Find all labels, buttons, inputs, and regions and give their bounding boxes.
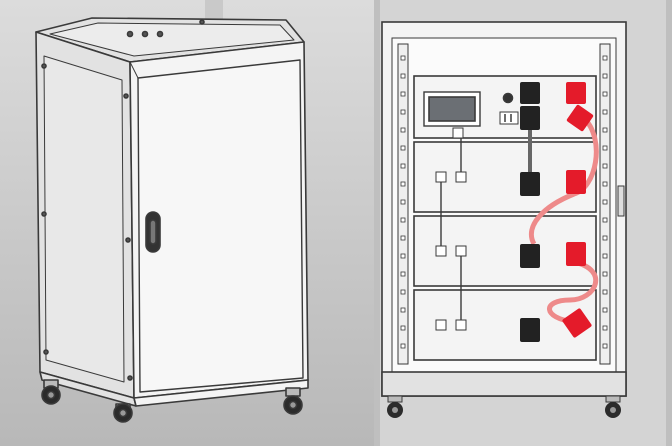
rail-hole xyxy=(602,307,608,313)
handle-recess xyxy=(149,219,157,245)
rail-hole xyxy=(602,163,608,169)
rail-hole xyxy=(400,217,406,223)
backdrop-post xyxy=(205,0,223,22)
rail-hole xyxy=(400,289,406,295)
comm-ports xyxy=(435,138,467,331)
rail-hole xyxy=(602,127,608,133)
rail-hole xyxy=(602,289,608,295)
cabinet-top-inner xyxy=(49,22,295,57)
rail-hole xyxy=(400,127,406,133)
rail-hole xyxy=(602,91,608,97)
rail-hole xyxy=(400,55,406,61)
rail-hole xyxy=(400,91,406,97)
rail-hole xyxy=(602,73,608,79)
display-screen xyxy=(428,96,476,122)
cabinet-base-front xyxy=(133,379,309,407)
open-cabinet-panel xyxy=(374,0,672,446)
red-cable xyxy=(547,259,599,325)
rail-hole xyxy=(400,163,406,169)
rail-hole xyxy=(400,235,406,241)
top-hole xyxy=(141,30,149,38)
red-connectors xyxy=(562,82,594,338)
rail-hole xyxy=(602,145,608,151)
rail-holes xyxy=(400,55,608,349)
rail-hole xyxy=(400,343,406,349)
closed-cabinet-illustration xyxy=(0,0,374,446)
caster-wheel-icon xyxy=(113,403,133,423)
side-panel-inset xyxy=(43,55,125,383)
indicator-light xyxy=(502,92,514,104)
open-cabinet-illustration xyxy=(374,0,672,446)
rail-hole xyxy=(602,271,608,277)
cabinet-door xyxy=(137,59,304,393)
rail-hole xyxy=(400,253,406,259)
rail-hole xyxy=(602,343,608,349)
rail-hole xyxy=(602,199,608,205)
caster-wheel-icon xyxy=(605,395,621,418)
caster-wheel-icon xyxy=(41,379,61,405)
top-hole xyxy=(156,30,164,38)
caster-wheel-icon xyxy=(387,395,403,418)
rail-hole xyxy=(602,181,608,187)
rail-hole xyxy=(602,253,608,259)
rail-hole xyxy=(400,307,406,313)
rail-hole xyxy=(602,55,608,61)
rail-hole xyxy=(400,181,406,187)
closed-cabinet-panel xyxy=(0,0,374,446)
rail-hole xyxy=(400,73,406,79)
caster-wheel-icon xyxy=(283,387,303,415)
black-connectors xyxy=(520,82,540,342)
top-hole xyxy=(126,30,134,38)
power-switch-icon xyxy=(499,111,519,125)
rail-hole xyxy=(602,235,608,241)
rail-hole xyxy=(400,271,406,277)
door-hinge xyxy=(617,185,625,217)
top-hole xyxy=(199,19,205,25)
link-port xyxy=(452,127,464,139)
rail-hole xyxy=(400,325,406,331)
rail-hole xyxy=(400,109,406,115)
rail-hole xyxy=(400,199,406,205)
rail-hole xyxy=(602,109,608,115)
cabinet-base xyxy=(381,371,627,397)
rail-hole xyxy=(400,145,406,151)
rail-hole xyxy=(602,217,608,223)
rail-hole xyxy=(602,325,608,331)
